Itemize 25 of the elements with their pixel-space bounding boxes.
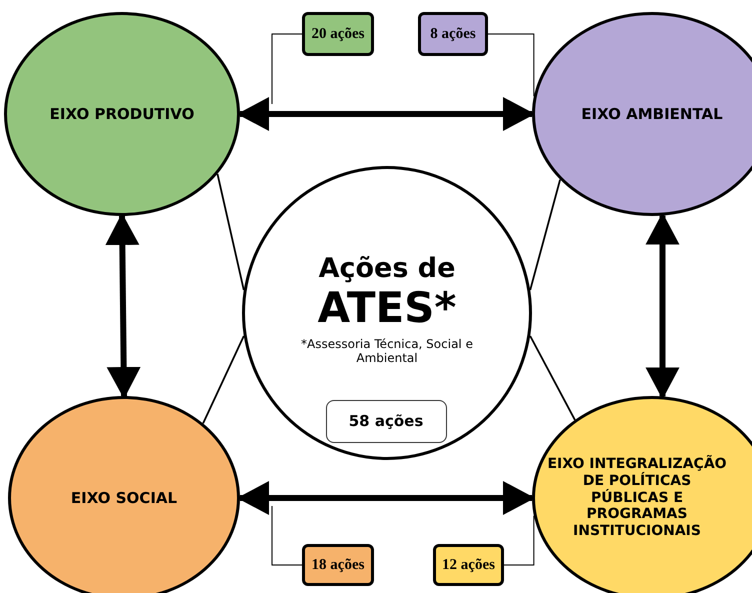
heading-text: Ações de xyxy=(318,253,456,284)
count-box xyxy=(302,12,374,56)
count-label: 8 ações xyxy=(430,26,476,42)
leader-line xyxy=(272,34,302,104)
double-arrow xyxy=(105,213,141,399)
count-label: 20 ações xyxy=(312,26,364,42)
total-box xyxy=(326,400,446,442)
leader-line xyxy=(488,34,534,97)
connector-line xyxy=(202,336,245,424)
connector-line xyxy=(529,336,576,420)
footnote-text: *Assessoria Técnica, Social e Ambiental xyxy=(300,338,474,366)
count-label: 58 ações xyxy=(348,412,424,430)
axis-label: EIXO INTEGRALIZAÇÃO DE POLÍTICAS PÚBLICAS E PROGRAMAS INSTITUCIONAIS xyxy=(546,456,728,540)
axis-label: EIXO AMBIENTAL xyxy=(580,105,724,123)
count-box xyxy=(302,544,374,586)
axis-label: EIXO PRODUTIVO xyxy=(48,105,196,123)
count-box xyxy=(418,12,488,56)
count-label: 18 ações xyxy=(312,556,364,574)
count-box xyxy=(433,544,504,586)
connector-line xyxy=(216,174,245,290)
leader-line xyxy=(272,506,302,566)
leader-line xyxy=(504,515,534,566)
count-label: 12 ações xyxy=(442,556,495,574)
heading-text: ATES* xyxy=(318,284,456,332)
axis-label: EIXO SOCIAL xyxy=(70,489,178,507)
